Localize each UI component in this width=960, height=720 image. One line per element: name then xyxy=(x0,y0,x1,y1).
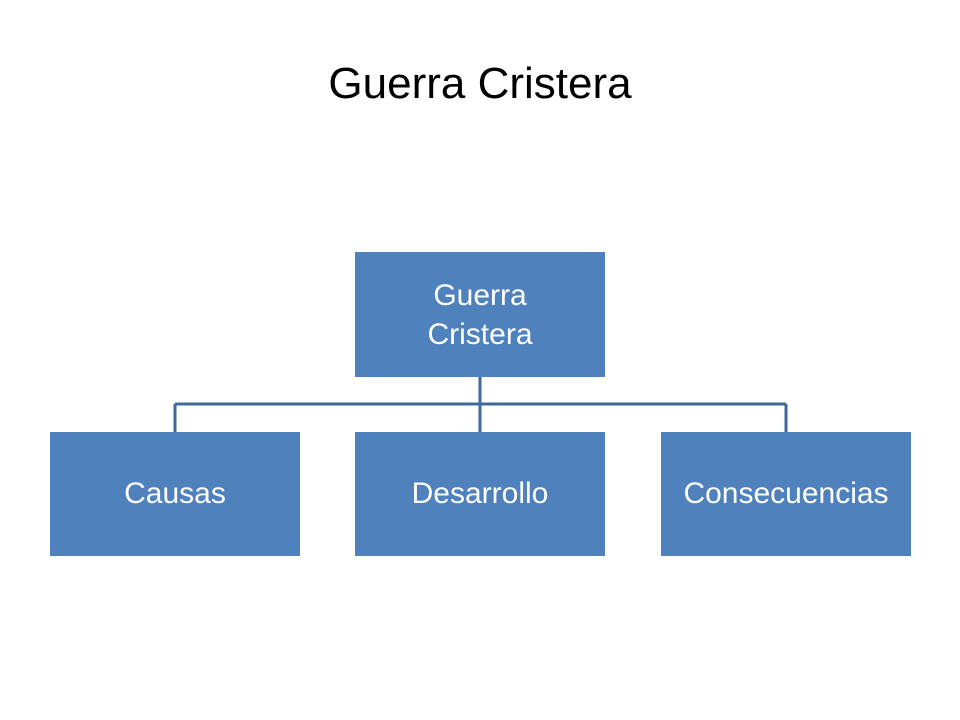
child-node-label: Causas xyxy=(124,477,226,510)
child-node-causas: Causas xyxy=(50,432,300,556)
root-node: Guerra Cristera xyxy=(355,252,605,377)
child-node-label: Desarrollo xyxy=(411,477,549,510)
child-node-desarrollo: Desarrollo xyxy=(355,432,605,556)
slide-title: Guerra Cristera xyxy=(328,59,632,108)
child-node-label: Consecuencias xyxy=(683,477,889,510)
root-node-label: Guerra Cristera xyxy=(427,278,533,351)
child-node-consecuencias: Consecuencias xyxy=(661,432,911,556)
